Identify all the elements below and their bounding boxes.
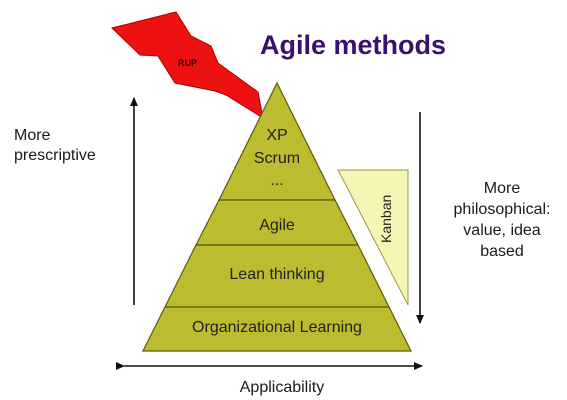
level-label-agile: Agile bbox=[259, 217, 295, 234]
kanban-label: Kanban bbox=[378, 195, 394, 243]
right-label-line-2: philosophical: bbox=[454, 201, 551, 218]
right-label-line-3: value, idea bbox=[463, 222, 540, 239]
kanban-triangle bbox=[337, 169, 409, 306]
level-label-scrum: Scrum bbox=[254, 150, 300, 167]
right-label-line-1: More bbox=[484, 180, 521, 197]
left-label-line-1: More bbox=[14, 127, 51, 144]
level-label-lean-thinking: Lean thinking bbox=[229, 266, 324, 283]
left-label-line-2: prescriptive bbox=[14, 147, 96, 164]
page-title: Agile methods bbox=[260, 30, 446, 60]
pyramid bbox=[142, 81, 412, 352]
level-label-organizational-learning: Organizational Learning bbox=[192, 319, 362, 336]
bottom-label: Applicability bbox=[240, 379, 324, 396]
rup-label: RUP bbox=[178, 58, 197, 68]
pyramid-level-organizational bbox=[142, 306, 412, 352]
level-label-ellipsis: ... bbox=[270, 172, 283, 189]
level-label-xp: XP bbox=[266, 127, 287, 144]
right-label-line-4: based bbox=[480, 243, 524, 260]
